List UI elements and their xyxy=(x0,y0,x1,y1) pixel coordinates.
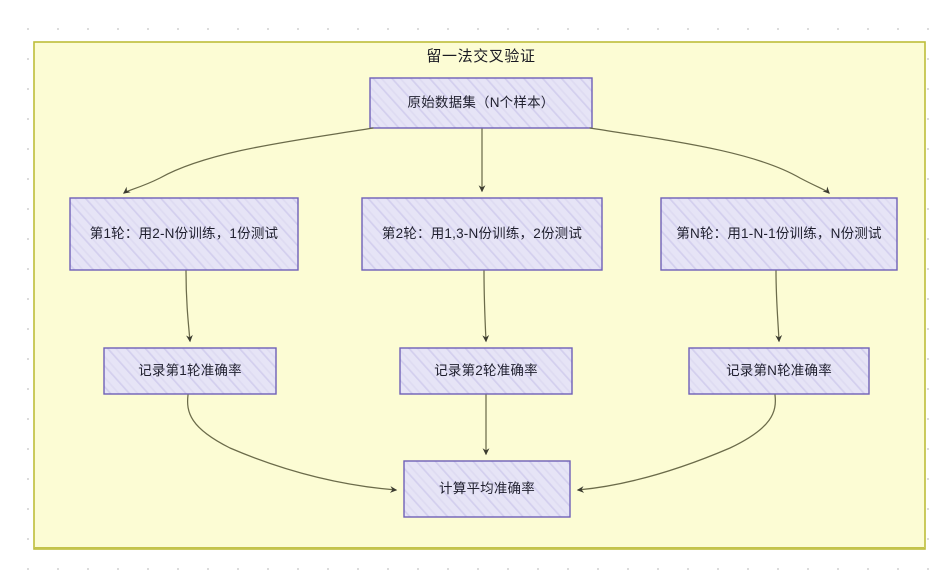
edge-record1-to-average xyxy=(186,394,398,493)
edge-dataset-to-roundn xyxy=(589,127,830,194)
node-round2[interactable] xyxy=(361,197,603,271)
node-average[interactable] xyxy=(403,460,571,518)
node-roundn-rect[interactable] xyxy=(660,197,898,271)
edge-dataset-to-round1 xyxy=(123,127,374,194)
node-record2-rect[interactable] xyxy=(399,347,573,395)
node-record1[interactable] xyxy=(103,347,277,395)
node-record2[interactable] xyxy=(399,347,573,395)
edge-round2-to-record2 xyxy=(482,270,490,343)
node-recordn-rect[interactable] xyxy=(688,347,870,395)
edge-round1-to-record1 xyxy=(185,270,193,343)
node-recordN[interactable] xyxy=(688,347,870,395)
diagram-title: 留一法交叉验证 xyxy=(426,48,536,65)
node-dataset[interactable] xyxy=(369,77,593,129)
edge-recordn-to-average xyxy=(576,394,776,493)
node-round1-rect[interactable] xyxy=(69,197,299,271)
node-record1-rect[interactable] xyxy=(103,347,277,395)
edge-roundn-to-recordn xyxy=(775,270,783,343)
node-round2-rect[interactable] xyxy=(361,197,603,271)
node-roundN[interactable] xyxy=(660,197,898,271)
node-dataset-rect[interactable] xyxy=(369,77,593,129)
node-round1[interactable] xyxy=(69,197,299,271)
node-average-rect[interactable] xyxy=(403,460,571,518)
